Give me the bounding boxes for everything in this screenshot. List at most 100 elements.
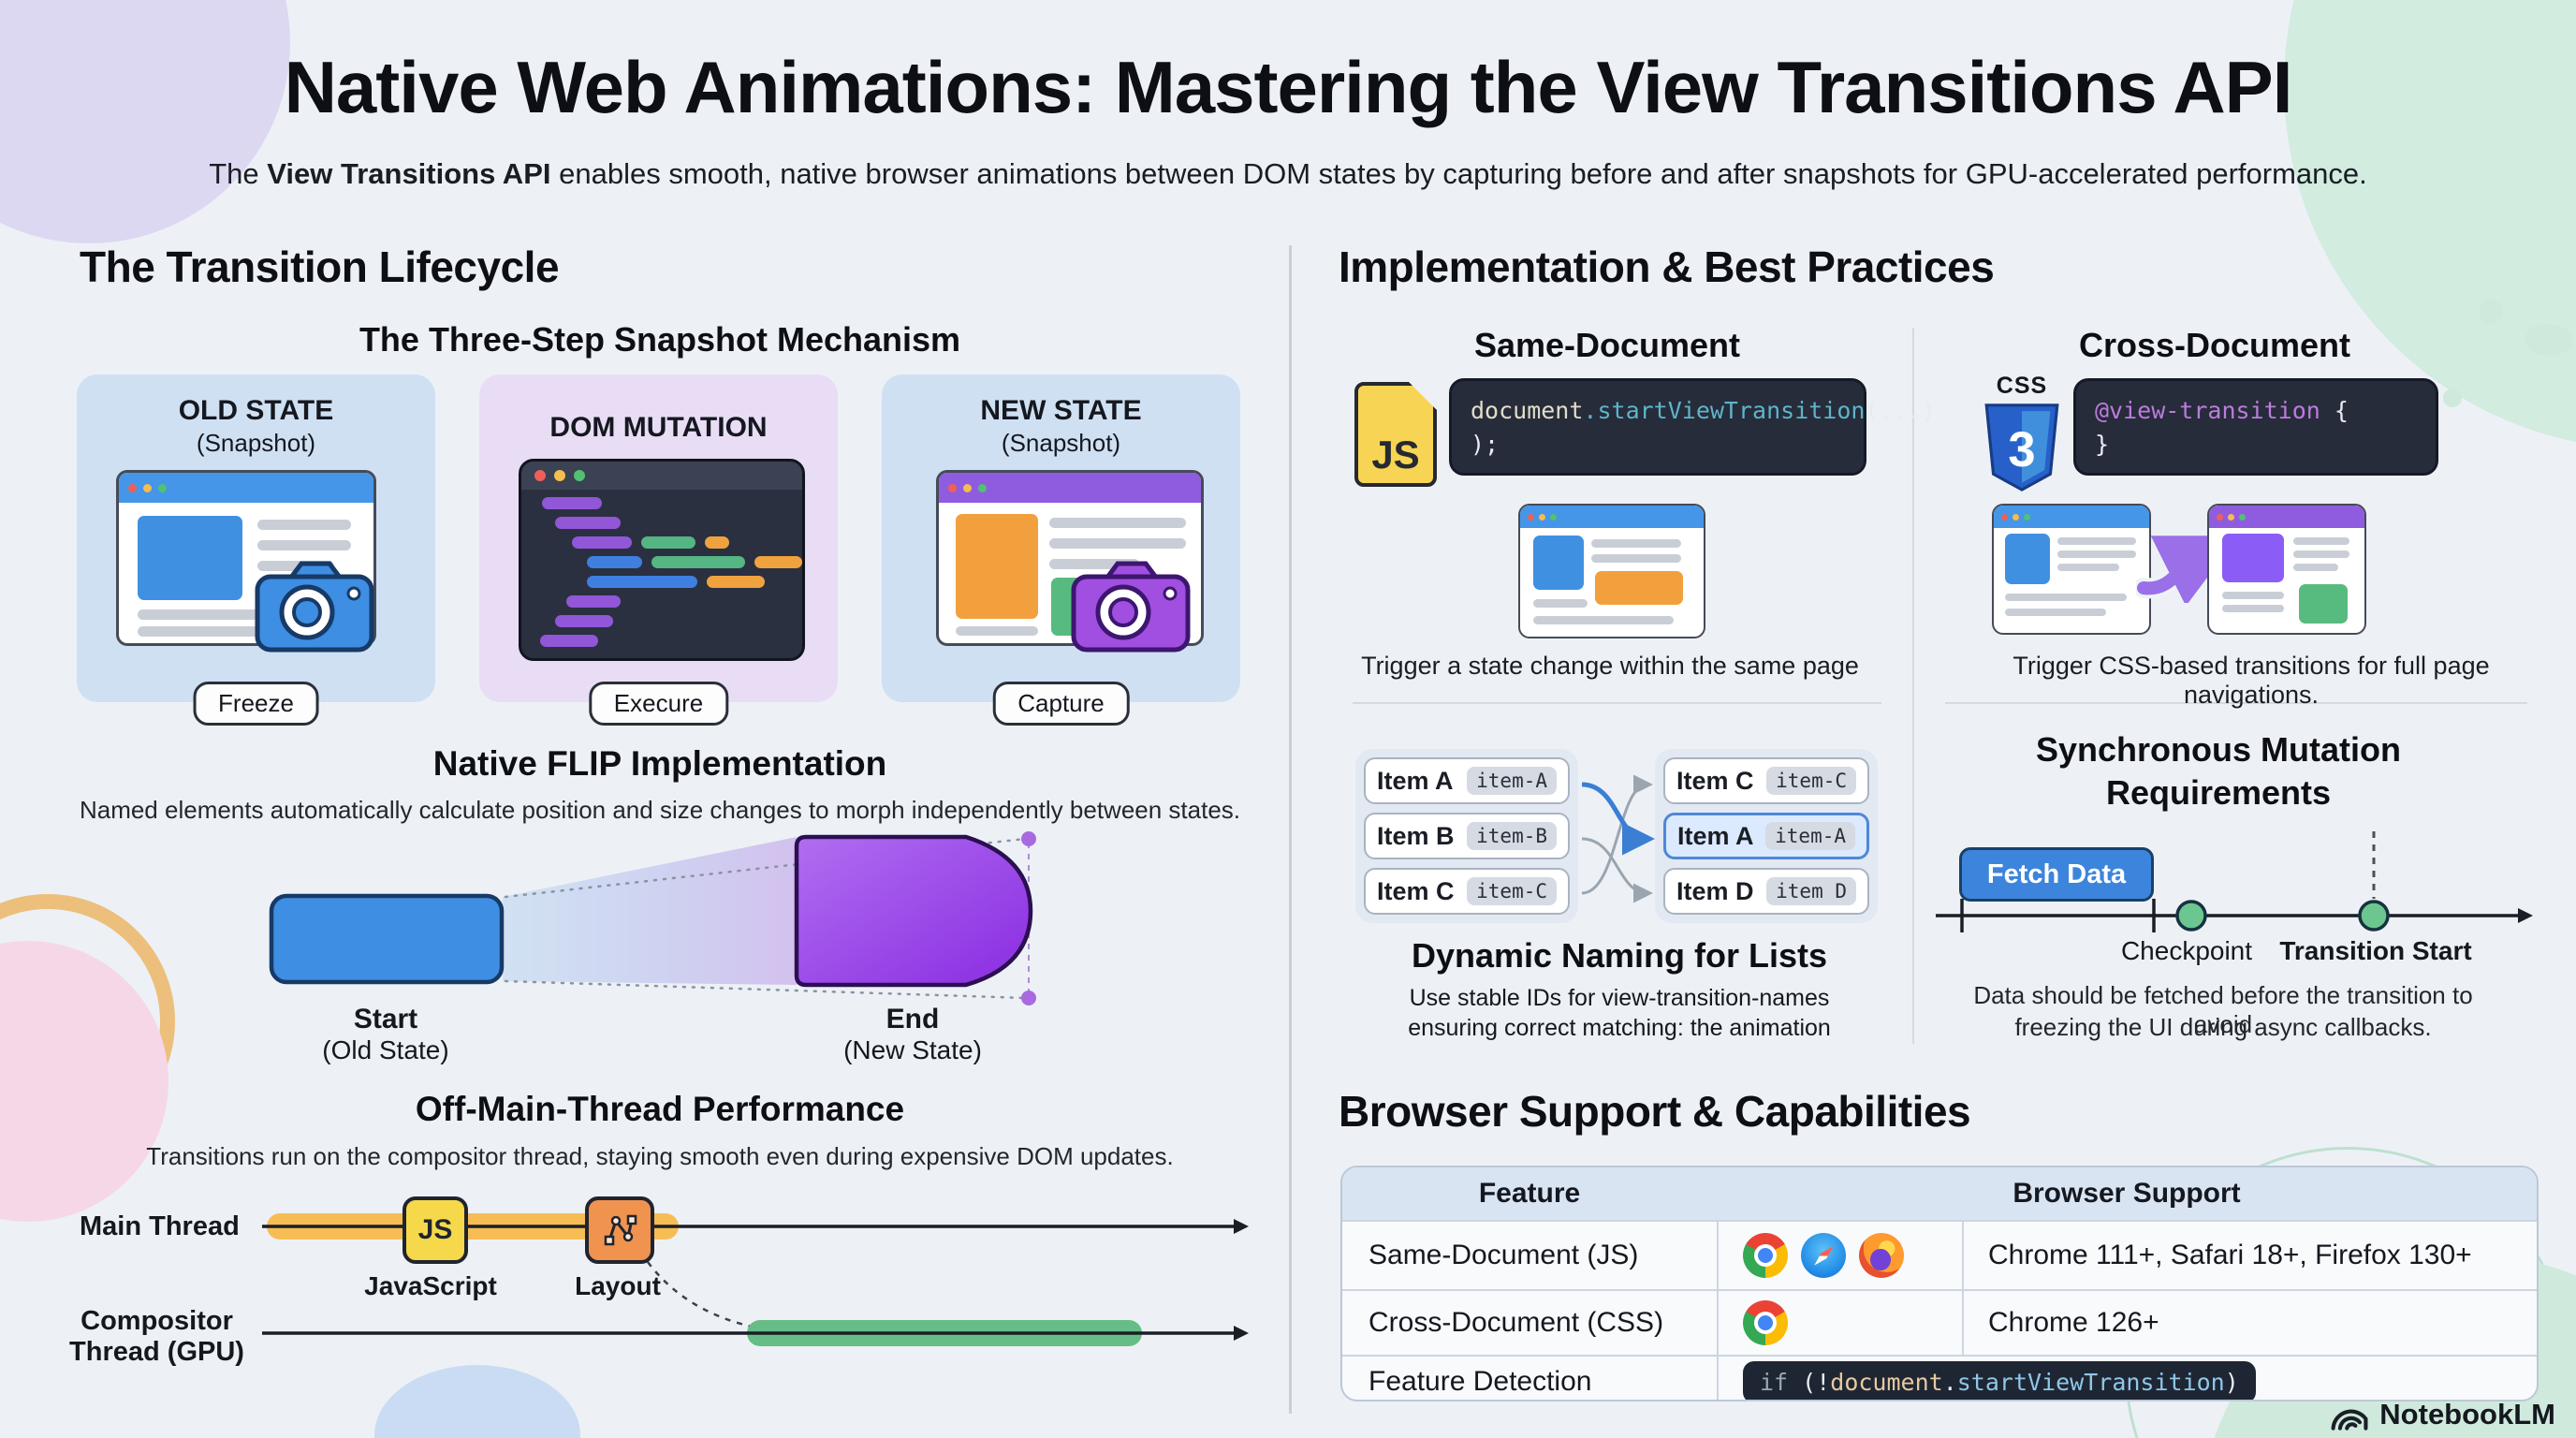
code-token-atrule: @view-transition	[2095, 397, 2320, 424]
item-tag: item-B	[1467, 822, 1557, 850]
old-state-card: OLD STATE (Snapshot) Freeze	[77, 374, 435, 726]
column-header-support: Browser Support	[2012, 1178, 2241, 1209]
same-document-caption: Trigger a state change within the same p…	[1361, 652, 1859, 680]
content-block-purple	[2222, 534, 2284, 582]
text-line	[2057, 564, 2119, 571]
browser-support-table: Feature Browser Support Same-Document (J…	[1340, 1166, 2539, 1401]
text-line	[2293, 550, 2349, 558]
code-token-keyword: if	[1760, 1368, 1789, 1396]
text-line	[257, 520, 351, 530]
browser-titlebar	[1994, 506, 2149, 528]
text-line	[956, 626, 1038, 636]
code-token-close: );	[1471, 431, 1500, 458]
horizontal-divider-right	[1945, 702, 2527, 704]
flip-start-sublabel: (Old State)	[322, 1035, 449, 1064]
naming-mapping-arrows	[1581, 774, 1655, 903]
file-fold	[1409, 382, 1437, 410]
text-line	[2005, 594, 2127, 601]
dom-mutation-card: DOM MUTATION Execure	[479, 374, 838, 726]
feature-detection-cell: if (!document.startViewTransition)	[1717, 1357, 2537, 1400]
traffic-dot-yellow	[963, 483, 972, 492]
old-state-title: OLD STATE	[178, 395, 334, 426]
editor-titlebar	[521, 462, 802, 490]
code-token-brace: {	[2320, 397, 2349, 424]
js-badge-icon: JS	[402, 1196, 468, 1264]
js-file-label: JS	[1371, 433, 1420, 477]
code-token-function: startViewTransition	[1956, 1368, 2225, 1396]
flip-description: Named elements automatically calculate p…	[79, 796, 1241, 824]
traffic-dot-green	[1550, 513, 1557, 521]
browser-icons-cell	[1717, 1222, 1962, 1289]
compositor-line1: Compositor	[80, 1306, 233, 1336]
layout-icon	[585, 1196, 654, 1264]
browser-titlebar	[1520, 506, 1704, 528]
blue-blob-bottom	[374, 1365, 580, 1438]
same-doc-browser-mockup	[1518, 504, 1705, 638]
feature-cell: Same-Document (JS)	[1368, 1240, 1639, 1270]
main-column-divider	[1289, 245, 1292, 1414]
content-block-orange	[1595, 571, 1683, 605]
item-label: Item C	[1676, 766, 1754, 795]
text-line	[1591, 554, 1681, 563]
text-line	[257, 561, 334, 571]
item-label: Item A	[1677, 821, 1754, 850]
text-line	[1533, 599, 1588, 608]
item-tag: item-C	[1766, 767, 1856, 795]
code-token-close: }	[2095, 431, 2110, 458]
chrome-icon	[1743, 1233, 1788, 1278]
item-tag: item-A	[1765, 822, 1855, 850]
naming-heading: Dynamic Naming for Lists	[1411, 936, 1828, 975]
flip-start-label: Start	[353, 1004, 418, 1034]
notebooklm-icon	[2331, 1409, 2368, 1431]
traffic-dot-green	[158, 483, 167, 492]
right-column-divider	[1912, 328, 1914, 1044]
checkpoint-label: Checkpoint	[2120, 936, 2253, 965]
subtitle-rest: enables smooth, native browser animation…	[550, 157, 2367, 190]
js-file-icon: JS	[1354, 382, 1437, 487]
same-document-title: Same-Document	[1473, 326, 1741, 364]
item-label: Item C	[1377, 876, 1455, 905]
notebooklm-wordmark: NotebookLM	[2379, 1398, 2555, 1431]
transition-arrow-icon	[2136, 536, 2224, 603]
old-state-subtitle: (Snapshot)	[196, 429, 316, 457]
freeze-badge: Freeze	[193, 682, 319, 726]
feature-detection-code: if (!document.startViewTransition)	[1743, 1360, 2256, 1400]
traffic-dot-yellow	[1539, 513, 1545, 521]
layout-label: Layout	[575, 1271, 661, 1300]
code-editor-mockup	[519, 459, 805, 661]
table-row: Cross-Document (CSS) Chrome 126+	[1342, 1289, 2537, 1355]
dom-mutation-title: DOM MUTATION	[549, 412, 768, 443]
text-line	[1533, 616, 1674, 624]
camera-icon-blue	[255, 561, 374, 653]
content-block-blue	[138, 516, 242, 600]
naming-desc-line1: Use stable IDs for view-transition-names	[1409, 985, 1830, 1011]
traffic-dot-red	[1528, 513, 1534, 521]
code-lines	[521, 497, 802, 654]
naming-desc-line2: ensuring correct matching: the animation	[1408, 1015, 1831, 1041]
chrome-icon	[1743, 1300, 1788, 1345]
javascript-label: JavaScript	[364, 1271, 497, 1300]
traffic-dot-green	[2239, 513, 2246, 521]
text-line	[1049, 538, 1186, 549]
item-label: Item A	[1377, 766, 1454, 795]
list-item: Item A item-A	[1364, 757, 1570, 804]
traffic-dot-green	[978, 483, 987, 492]
item-label: Item D	[1676, 876, 1754, 905]
support-text-cell: Chrome 111+, Safari 18+, Firefox 130+	[1962, 1222, 2537, 1289]
code-token-function: .startViewTransition	[1583, 397, 1866, 424]
text-line	[2057, 537, 2136, 545]
subtitle-prefix: The	[209, 157, 268, 190]
fetch-data-button: Fetch Data	[1959, 847, 2154, 902]
traffic-dot-red	[128, 483, 137, 492]
safari-icon	[1801, 1233, 1846, 1278]
implementation-heading: Implementation & Best Practices	[1339, 242, 1995, 291]
item-tag: item-A	[1467, 767, 1557, 795]
text-line	[2222, 592, 2284, 599]
compositor-line2: Thread (GPU)	[69, 1337, 244, 1367]
cross-doc-browser-mockup-before	[1992, 504, 2151, 635]
table-row: Same-Document (JS) Chrome 111+, Safari 1…	[1342, 1220, 2537, 1289]
text-line	[1591, 539, 1681, 548]
code-token-object: document	[1471, 397, 1584, 424]
mint-speck	[2479, 300, 2503, 324]
